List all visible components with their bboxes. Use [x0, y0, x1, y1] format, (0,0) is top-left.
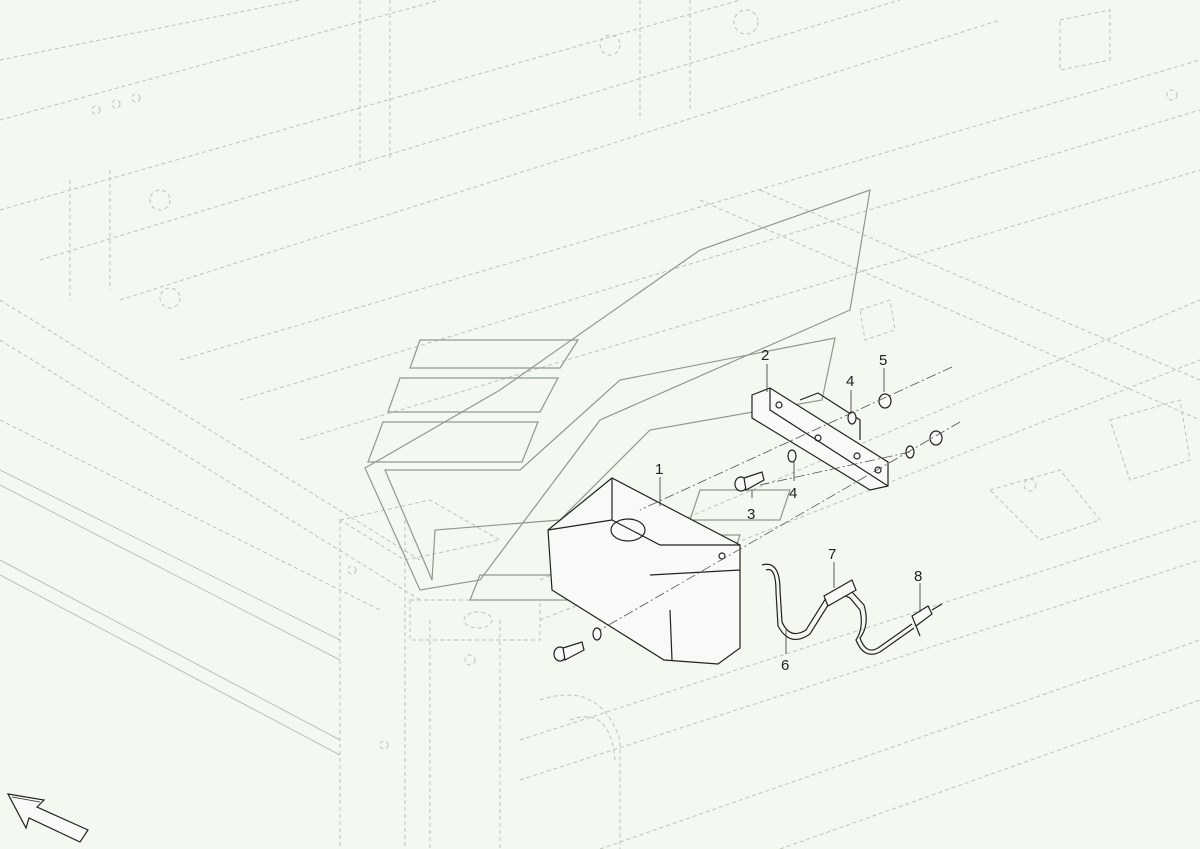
- callout-4-upper: 4: [846, 373, 854, 390]
- leader-lines: [659, 364, 921, 654]
- hardware: [553, 393, 943, 662]
- part-6-7-8-cable-harness: [761, 563, 943, 655]
- part-4-washer-lower: [787, 449, 797, 463]
- callout-7: 7: [828, 546, 836, 563]
- washer-bottom: [592, 627, 602, 641]
- callout-5: 5: [879, 352, 887, 369]
- part-5-nut: [878, 393, 892, 409]
- part-1-shield-plate: [547, 477, 741, 665]
- assembly-axes: [599, 366, 961, 631]
- callout-6: 6: [781, 657, 789, 674]
- callout-2: 2: [761, 347, 769, 364]
- part-2-bracket: [751, 387, 889, 491]
- callout-8: 8: [914, 568, 922, 585]
- callout-labels: 1 2 3 4 4 5 6 7 8: [655, 347, 922, 674]
- callout-1: 1: [655, 461, 663, 478]
- direction-arrow-icon: [6, 793, 89, 843]
- part-3-bolt: [734, 471, 765, 492]
- callout-4-lower: 4: [789, 485, 797, 502]
- callout-3: 3: [747, 506, 755, 523]
- part-4-washer-upper: [847, 411, 857, 425]
- bolt-lower: [553, 641, 585, 662]
